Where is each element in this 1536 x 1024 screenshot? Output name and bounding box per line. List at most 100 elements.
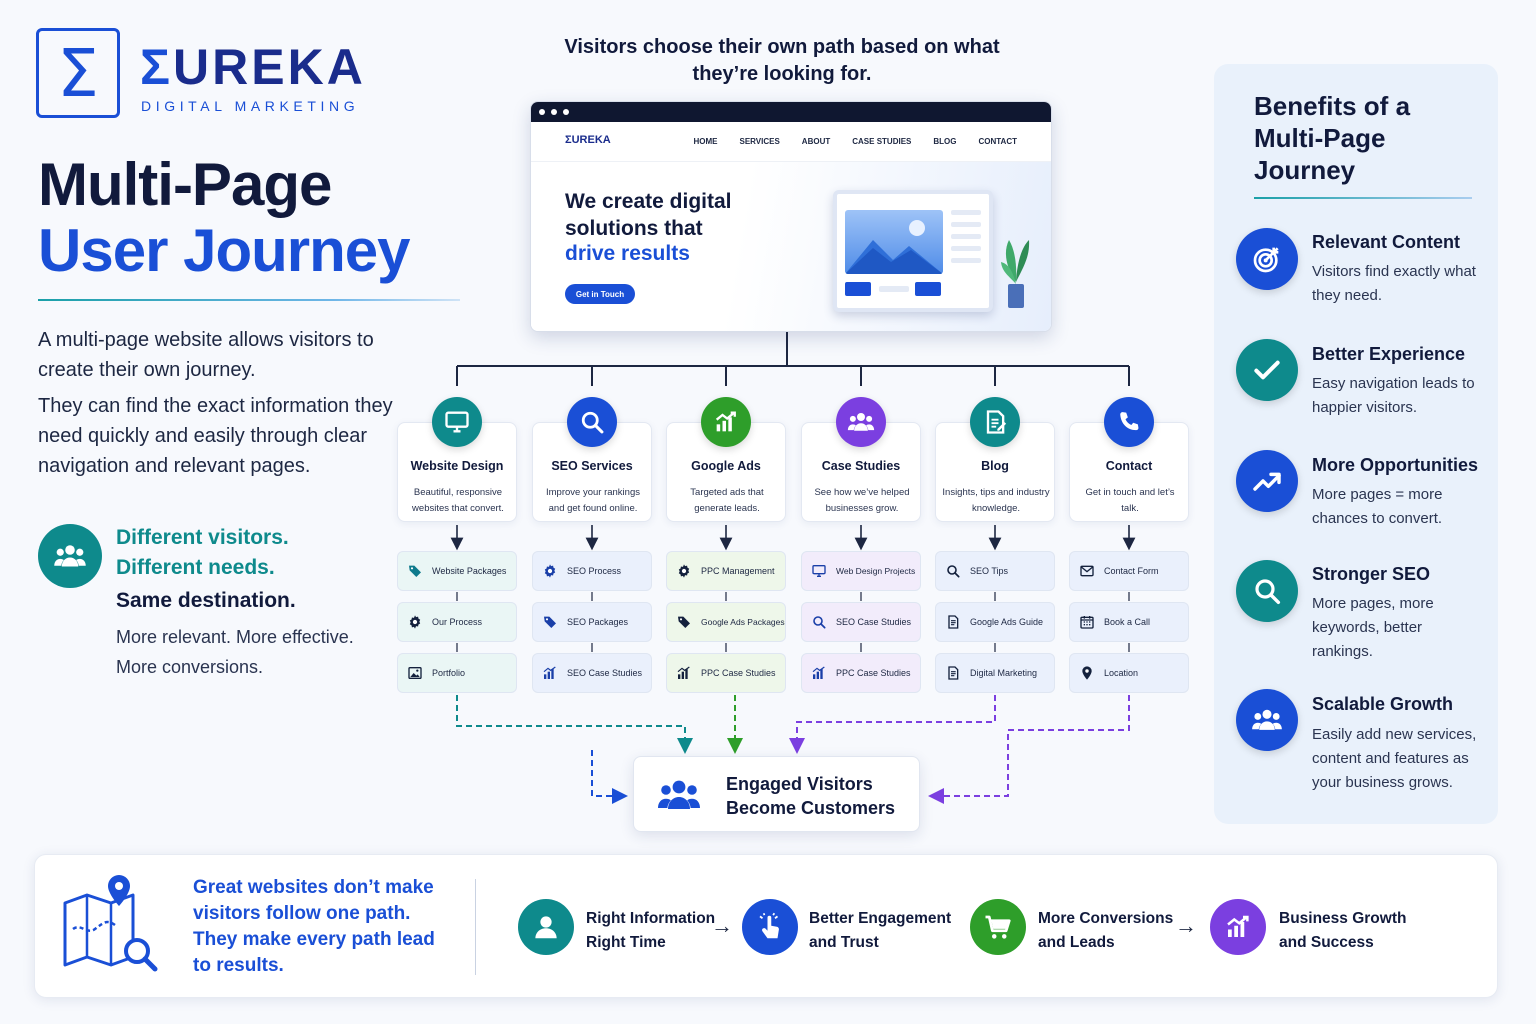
logo-symbol: Σ xyxy=(36,28,120,118)
site-nav: HOME SERVICES ABOUT CASE STUDIES BLOG CO… xyxy=(693,137,1017,146)
logo-name-sigma: Σ xyxy=(140,39,174,95)
users-icon xyxy=(38,524,102,588)
get-in-touch-button[interactable]: Get in Touch xyxy=(565,284,635,304)
category-desc: Get in touch and let’s talk. xyxy=(1085,487,1175,514)
sub-item-label: Portfolio xyxy=(432,668,466,678)
arrow-right-icon: → xyxy=(1175,913,1197,938)
cart-icon xyxy=(970,899,1026,955)
gear-icon xyxy=(541,562,559,580)
browser-dot xyxy=(539,109,545,115)
sub-item-ppc-case-studies[interactable]: PPC Case Studies xyxy=(801,653,921,693)
bar-chart-icon xyxy=(541,664,559,682)
mock-button xyxy=(915,282,941,296)
benefits-title: Benefits of a Multi-Page Journey xyxy=(1254,91,1411,185)
tag-icon xyxy=(406,562,424,580)
benefit-heading: Better Experience xyxy=(1312,344,1466,364)
users-icon xyxy=(836,397,886,447)
growth-chart-icon xyxy=(1210,899,1266,955)
pointer-click-icon xyxy=(742,899,798,955)
site-logo[interactable]: ΣUREKA xyxy=(565,134,611,146)
document-icon xyxy=(944,613,962,631)
target-icon xyxy=(1236,228,1298,290)
nav-about[interactable]: ABOUT xyxy=(801,137,831,146)
tag-icon xyxy=(675,613,693,631)
sub-item-ppc-management[interactable]: PPC Management xyxy=(666,551,786,591)
sub-item-book-a-call[interactable]: Book a Call xyxy=(1069,602,1189,642)
text-lines-decoration xyxy=(951,210,981,270)
sub-item-label: PPC Case Studies xyxy=(701,668,776,678)
sub-item-web-design-projects[interactable]: Web Design Projects xyxy=(801,551,921,591)
document-edit-icon xyxy=(970,397,1020,447)
sub-item-google-ads-guide[interactable]: Google Ads Guide xyxy=(935,602,1055,642)
step-line2: and Leads xyxy=(1038,934,1115,951)
sub-item-website-packages[interactable]: Website Packages xyxy=(397,551,517,591)
category-title: Contact xyxy=(1105,459,1153,473)
mountain-image-icon xyxy=(845,210,943,274)
search-icon xyxy=(944,562,962,580)
category-desc: Beautiful, responsive websites that conv… xyxy=(412,487,504,514)
browser-titlebar xyxy=(531,102,1051,122)
sub-item-label: SEO Process xyxy=(567,566,622,576)
step-line1: Right Information xyxy=(586,910,716,927)
sub-item-location[interactable]: Location xyxy=(1069,653,1189,693)
sub-item-ppc-case-studies[interactable]: PPC Case Studies xyxy=(666,653,786,693)
top-caption: Visitors choose their own path based on … xyxy=(564,36,1000,85)
sub-item-seo-process[interactable]: SEO Process xyxy=(532,551,652,591)
sub-item-contact-form[interactable]: Contact Form xyxy=(1069,551,1189,591)
sub-item-seo-case-studies[interactable]: SEO Case Studies xyxy=(801,602,921,642)
users-icon xyxy=(1236,689,1298,751)
sub-item-portfolio[interactable]: Portfolio xyxy=(397,653,517,693)
category-desc: Insights, tips and industry knowledge. xyxy=(942,487,1050,514)
different-needs-text: Different needs. xyxy=(116,556,275,579)
step-line2: and Success xyxy=(1279,934,1374,951)
gear-icon xyxy=(675,562,693,580)
sub-item-our-process[interactable]: Our Process xyxy=(397,602,517,642)
sub-item-label: Web Design Projects xyxy=(836,566,916,576)
sub-item-seo-tips[interactable]: SEO Tips xyxy=(935,551,1055,591)
browser-dot xyxy=(551,109,557,115)
engaged-visitors-text: Engaged Visitors xyxy=(726,774,873,794)
user-icon xyxy=(518,899,574,955)
map-search-icon xyxy=(59,873,159,977)
sub-item-label: Our Process xyxy=(432,617,483,627)
step-line2: Right Time xyxy=(586,934,666,951)
sub-item-label: Website Packages xyxy=(432,566,507,576)
nav-services[interactable]: SERVICES xyxy=(739,137,780,146)
sub-item-digital-marketing[interactable]: Digital Marketing xyxy=(935,653,1055,693)
site-header: ΣUREKA HOME SERVICES ABOUT CASE STUDIES … xyxy=(531,122,1051,162)
category-card-contact[interactable]: Contact Get in touch and let’s talk. xyxy=(1069,422,1189,522)
category-title: SEO Services xyxy=(551,459,633,473)
sub-item-label: Book a Call xyxy=(1104,617,1151,627)
bottom-divider xyxy=(475,879,476,975)
nav-home[interactable]: HOME xyxy=(693,137,718,146)
nav-contact[interactable]: CONTACT xyxy=(978,137,1017,146)
title-divider xyxy=(38,299,460,301)
benefit-heading: More Opportunities xyxy=(1312,455,1478,475)
trend-up-icon xyxy=(1236,450,1298,512)
benefit-heading: Scalable Growth xyxy=(1312,694,1454,714)
site-hero: We create digital solutions that drive r… xyxy=(531,162,1051,331)
bar-chart-icon xyxy=(810,664,828,682)
nav-case-studies[interactable]: CASE STUDIES xyxy=(852,137,912,146)
sub-item-label: Google Ads Packages xyxy=(701,617,785,627)
sub-item-seo-case-studies[interactable]: SEO Case Studies xyxy=(532,653,652,693)
sub-item-label: SEO Packages xyxy=(567,617,629,627)
nav-blog[interactable]: BLOG xyxy=(933,137,957,146)
image-icon xyxy=(406,664,424,682)
category-desc: Improve your rankings and get found onli… xyxy=(546,487,640,514)
monitor-icon xyxy=(810,562,828,580)
category-title: Website Design xyxy=(410,459,504,473)
phone-icon xyxy=(1104,397,1154,447)
same-destination-text: Same destination. xyxy=(116,589,296,612)
sub-item-google-ads-packages[interactable]: Google Ads Packages xyxy=(666,602,786,642)
monitor-icon xyxy=(432,397,482,447)
hero-heading: We create digital solutions that xyxy=(565,190,732,240)
sub-item-seo-packages[interactable]: SEO Packages xyxy=(532,602,652,642)
location-pin-icon xyxy=(1078,664,1096,682)
browser-dot xyxy=(563,109,569,115)
logo-subtitle: DIGITAL MARKETING xyxy=(141,98,360,114)
hero-heading-accent: drive results xyxy=(565,242,690,265)
